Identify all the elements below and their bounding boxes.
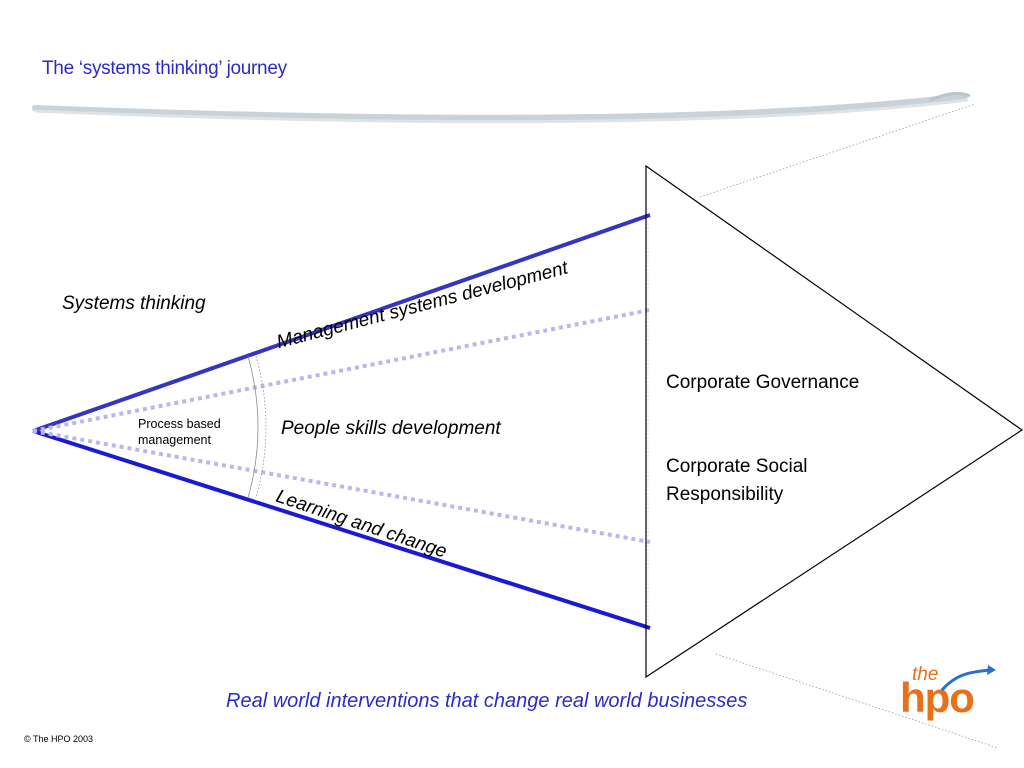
outcome-triangle xyxy=(645,164,1024,679)
footer-tagline: Real world interventions that change rea… xyxy=(226,690,748,712)
logo-hpo-text: hpo xyxy=(900,674,975,721)
dotted-line-upper xyxy=(32,308,651,433)
wedge-bottom-line xyxy=(32,429,651,630)
logo-the-text: the xyxy=(912,664,939,685)
dotted-line-lower xyxy=(32,429,651,544)
logo-arrow-icon xyxy=(940,665,996,692)
page-title: The ‘systems thinking’ journey xyxy=(42,58,287,79)
title-swoosh xyxy=(32,91,971,124)
hpo-logo: the hpo xyxy=(898,662,998,722)
corporate-social-responsibility-label: Corporate Social Responsibility xyxy=(666,456,808,505)
outer-arc xyxy=(255,355,267,499)
systems-thinking-label: Systems thinking xyxy=(62,293,206,314)
people-skills-development-label: People skills development xyxy=(281,418,501,439)
wedge-top-line xyxy=(32,213,651,433)
inner-arc xyxy=(247,355,259,499)
corporate-governance-label: Corporate Governance xyxy=(666,372,860,393)
copyright-notice: © The HPO 2003 xyxy=(24,734,94,744)
perspective-line-bottom xyxy=(715,653,999,749)
perspective-line-top xyxy=(699,103,976,198)
process-based-management-label: Process based management xyxy=(138,417,221,447)
